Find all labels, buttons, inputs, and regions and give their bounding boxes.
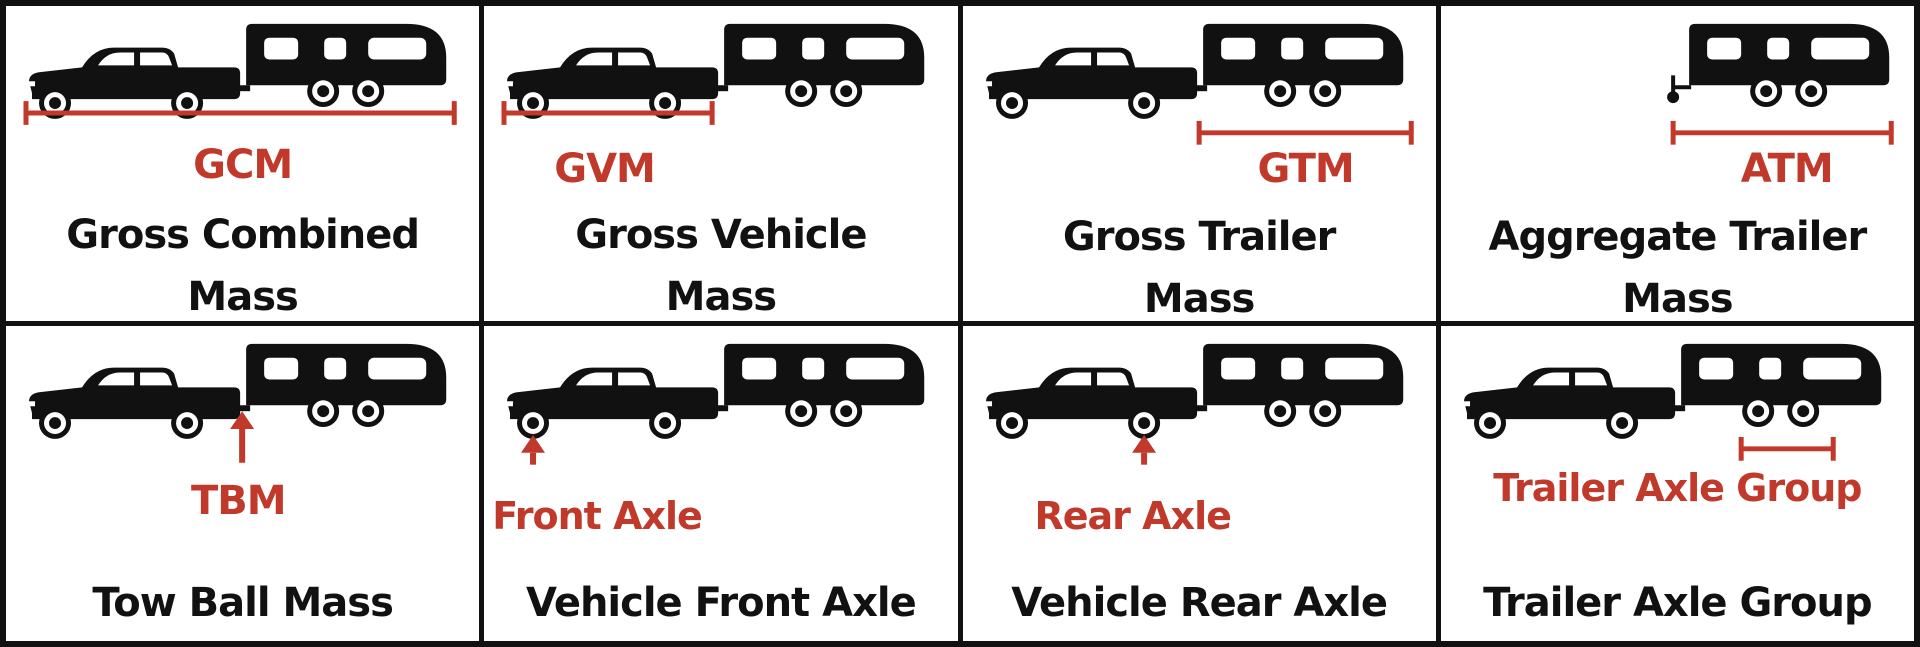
trailer-axle-group-title: Trailer Axle Group — [1441, 572, 1914, 634]
tbm-title: Tow Ball Mass — [6, 572, 479, 634]
caravan-icon — [246, 24, 446, 107]
panel-gvm: GVM Gross Vehicle Mass — [484, 6, 957, 321]
atm-title-line1: Aggregate Trailer — [1441, 206, 1914, 268]
tbm-abbreviation: TBM — [191, 478, 286, 524]
ute-icon — [504, 368, 718, 439]
panel-gtm: GTM Gross Trailer Mass — [963, 6, 1436, 321]
panel-atm: ATM Aggregate Trailer Mass — [1441, 6, 1914, 321]
rear-axle-title: Vehicle Rear Axle — [963, 572, 1436, 634]
rear-axle-caption: Vehicle Rear Axle — [963, 572, 1436, 634]
caravan-icon — [724, 344, 924, 427]
trailer-axle-group-caption: Trailer Axle Group — [1441, 572, 1914, 634]
panel-front-axle: Front Axle Vehicle Front Axle — [484, 326, 957, 641]
panel-rear-axle: Rear Axle Vehicle Rear Axle — [963, 326, 1436, 641]
caravan-icon — [1689, 24, 1889, 107]
gtm-caption: Gross Trailer Mass — [963, 206, 1436, 321]
caravan-icon — [1203, 344, 1403, 427]
gcm-abbreviation: GCM — [6, 142, 479, 188]
ute-icon — [1461, 368, 1675, 439]
up-arrow-icon — [521, 435, 545, 465]
front-axle-label: Front Axle — [492, 494, 702, 538]
ute-icon — [26, 368, 240, 439]
gvm-abbreviation: GVM — [554, 146, 655, 192]
trailer-axle-group-label: Trailer Axle Group — [1441, 466, 1914, 510]
measure-bracket-icon — [1199, 121, 1411, 145]
gcm-caption: Gross Combined Mass — [6, 204, 479, 321]
panel-gcm: GCM Gross Combined Mass — [6, 6, 479, 321]
measure-bracket-icon — [1673, 121, 1891, 145]
caravan-icon — [246, 344, 446, 427]
front-axle-caption: Vehicle Front Axle — [484, 572, 957, 634]
measure-bracket-icon — [1741, 437, 1833, 461]
atm-caption: Aggregate Trailer Mass — [1441, 206, 1914, 321]
front-axle-title: Vehicle Front Axle — [484, 572, 957, 634]
ute-icon — [26, 48, 240, 119]
gtm-title-line1: Gross Trailer — [963, 206, 1436, 268]
atm-title-line2: Mass — [1441, 268, 1914, 321]
ute-icon — [983, 368, 1197, 439]
ute-icon — [983, 48, 1197, 119]
hitch-icon — [1669, 75, 1691, 101]
gvm-title-line1: Gross Vehicle — [484, 204, 957, 266]
rear-axle-label: Rear Axle — [1035, 494, 1231, 538]
caravan-icon — [1681, 344, 1881, 427]
ute-icon — [504, 48, 718, 119]
gvm-caption: Gross Vehicle Mass — [484, 204, 957, 321]
tbm-caption: Tow Ball Mass — [6, 572, 479, 634]
up-arrow-icon — [1132, 435, 1156, 465]
gtm-abbreviation: GTM — [1258, 146, 1354, 192]
gcm-title-line2: Mass — [6, 266, 479, 321]
panel-tbm: TBM Tow Ball Mass — [6, 326, 479, 641]
gvm-title-line2: Mass — [484, 266, 957, 321]
caravan-icon — [1203, 24, 1403, 107]
caravan-icon — [724, 24, 924, 107]
atm-abbreviation: ATM — [1741, 146, 1833, 192]
gcm-title-line1: Gross Combined — [6, 204, 479, 266]
measure-bracket-icon — [26, 101, 454, 125]
panel-trailer-axle-group: Trailer Axle Group Trailer Axle Group — [1441, 326, 1914, 641]
gtm-title-line2: Mass — [963, 268, 1436, 321]
